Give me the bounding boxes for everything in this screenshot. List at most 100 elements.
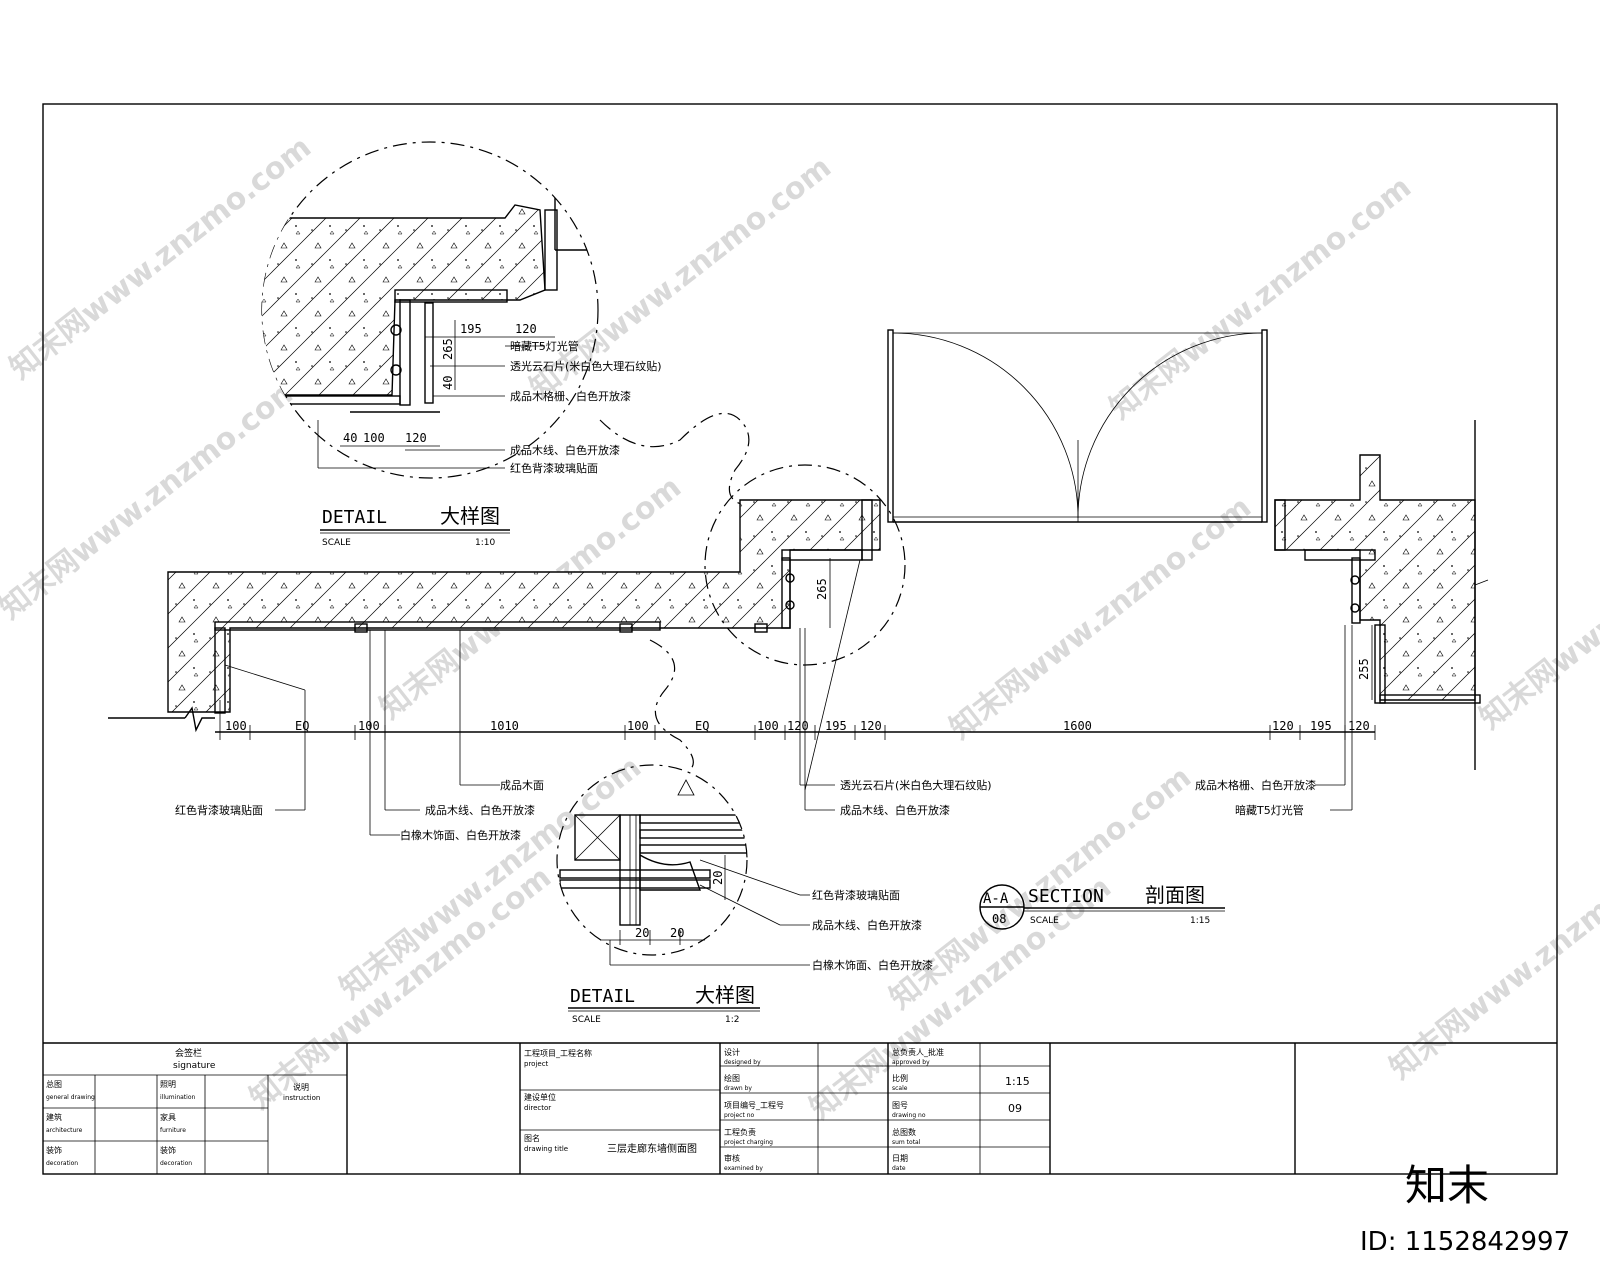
note: 白橡木饰面、白色开放漆 (400, 828, 521, 842)
project-cn: 工程项目_工程名称 (524, 1048, 592, 1058)
note: 成品木线、白色开放漆 (510, 443, 620, 457)
tb-label: examined by (724, 1165, 763, 1172)
dim: 100 (225, 719, 247, 733)
note: 暗藏T5灯光管 (510, 339, 579, 353)
detail-title: DETAIL (322, 507, 387, 528)
drawing-cn: 图名 (524, 1133, 540, 1143)
dim: 255 (1357, 658, 1371, 680)
detail-circle (556, 764, 748, 956)
title-block: 会签栏 signature 总图 general drawing 照明 illu… (43, 1042, 1557, 1174)
dim: 40 (441, 376, 455, 390)
dim: 100 (358, 719, 380, 733)
tb-drawno-value: 09 (1008, 1102, 1022, 1115)
dim: 100 (627, 719, 649, 733)
note: 成品木格栅、白色开放漆 (510, 389, 631, 403)
note: 成品木线、白色开放漆 (425, 803, 535, 817)
drawing-title: 三层走廊东墙侧面图 (607, 1142, 697, 1155)
tb-label: 总图数 (892, 1127, 916, 1137)
tb-label: project charging (724, 1139, 773, 1146)
note: 透光云石片(米白色大理石纹贴) (840, 778, 992, 792)
dim: EQ (695, 719, 709, 733)
sig-cell: decoration (160, 1160, 192, 1167)
tb-label: designed by (724, 1059, 761, 1066)
watermark: 知末网www.znzmo.com (1103, 170, 1418, 427)
dim: 195 (460, 322, 482, 336)
tb-label: project no (724, 1112, 755, 1119)
note: 成品木格栅、白色开放漆 (1195, 778, 1316, 792)
tb-label: 审核 (724, 1153, 740, 1163)
detail-title-cn: 大样图 (695, 983, 755, 1007)
note: 成品木线、白色开放漆 (840, 803, 950, 817)
leader-curve (599, 412, 750, 506)
brand-logo: 知末 (1405, 1161, 1489, 1210)
watermark: 知末网www.znzmo.com (243, 860, 558, 1117)
scale-label: SCALE (322, 538, 351, 548)
note: 透光云石片(米白色大理石纹贴) (510, 359, 662, 373)
drawing-en: drawing title (524, 1145, 568, 1153)
dim: 1010 (490, 719, 519, 733)
tb-label: sum total (892, 1139, 921, 1146)
sig-cell: general drawing (46, 1094, 95, 1101)
tb-label: date (892, 1165, 906, 1172)
dim: 100 (757, 719, 779, 733)
tb-label: 项目编号_工程号 (724, 1100, 784, 1110)
note: 红色背漆玻璃贴面 (510, 461, 598, 475)
note: 白橡木饰面、白色开放漆 (812, 958, 933, 972)
dim: EQ (295, 719, 309, 733)
detail-top: 195 120 265 40 40 100 120 暗藏T5灯光管 透光云石片(… (261, 141, 662, 548)
watermark: 知末网www.znzmo.com (943, 490, 1258, 747)
section-title-cn: 剖面图 (1145, 883, 1205, 907)
tb-label: drawn by (724, 1085, 752, 1092)
tb-label: 工程负责 (724, 1127, 756, 1137)
tb-label: 日期 (892, 1154, 908, 1163)
detail-title-cn: 大样图 (440, 504, 500, 528)
sig-cell: furniture (160, 1127, 186, 1134)
tb-label: 比例 (892, 1073, 908, 1083)
sig-cell: 建筑 (46, 1112, 62, 1122)
sig-cell: 装饰 (160, 1145, 176, 1155)
dim: 20 (635, 926, 649, 940)
dim: 195 (1310, 719, 1332, 733)
dim: 265 (815, 578, 829, 600)
director-cn: 建设单位 (524, 1092, 556, 1102)
dim: 40 (343, 431, 357, 445)
sig-cell: decoration (46, 1160, 78, 1167)
detail-bottom: 20 20 20 红色背漆玻璃贴面 成品木线、白色开放漆 白橡木饰面、白色开放漆… (556, 764, 933, 1025)
note: 成品木面 (500, 779, 544, 792)
signature-cn: 会签栏 (175, 1047, 202, 1059)
dim: 265 (441, 338, 455, 360)
drawing-frame (42, 103, 1558, 1175)
scale-value: 1:2 (725, 1015, 739, 1025)
tb-label: 总负责人_批准 (892, 1047, 944, 1057)
dim: 120 (515, 322, 537, 336)
project-en: project (524, 1060, 549, 1068)
tb-scale-value: 1:15 (1005, 1075, 1030, 1088)
scale-label: SCALE (1030, 916, 1059, 926)
signature-en: signature (173, 1061, 216, 1071)
watermark: 知末网www.znzmo.com (1473, 480, 1600, 737)
dim: 20 (670, 926, 684, 940)
sig-cell: architecture (46, 1127, 83, 1134)
section-drawing: 100 EQ 100 1010 100 EQ 100 120 195 120 1… (108, 329, 1489, 930)
scale-label: SCALE (572, 1015, 601, 1025)
sig-cell: illumination (160, 1094, 195, 1101)
sig-cell: 总图 (46, 1079, 62, 1089)
instruction-cn: 说明 (293, 1082, 309, 1092)
section-tag-top: A-A (983, 891, 1009, 907)
dim: 195 (825, 719, 847, 733)
detail-title: DETAIL (570, 986, 635, 1007)
dim: 120 (1348, 719, 1370, 733)
tb-label: 绘图 (724, 1073, 740, 1083)
tb-label: drawing no (892, 1112, 926, 1119)
note: 红色背漆玻璃贴面 (812, 888, 900, 902)
dim: 1600 (1063, 719, 1092, 733)
dim: 100 (363, 431, 385, 445)
scale-value: 1:15 (1190, 916, 1210, 926)
director-en: director (524, 1104, 551, 1112)
scale-value: 1:10 (475, 538, 495, 548)
tb-label: scale (892, 1085, 908, 1092)
section-title: SECTION (1028, 886, 1104, 907)
leader-curve (649, 639, 694, 771)
dim: 120 (787, 719, 809, 733)
